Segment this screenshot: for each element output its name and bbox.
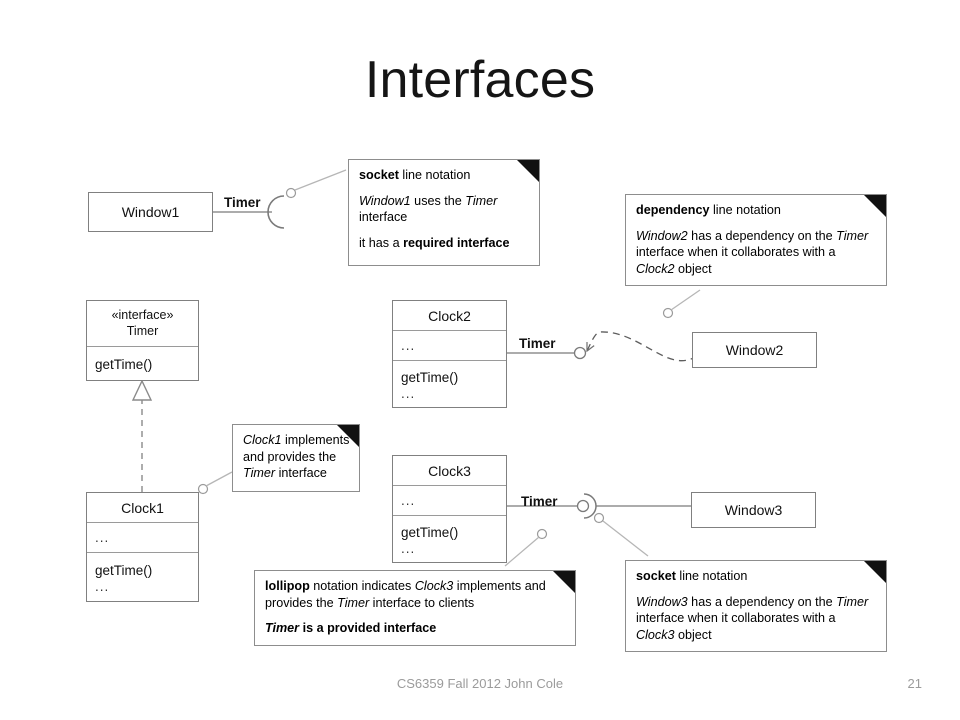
clock3-lollipop-ball	[576, 499, 590, 513]
clock1-operations-more: ...	[95, 579, 110, 595]
clock3-operations-more: ...	[401, 541, 416, 557]
note-socket-window1-line1: socket line notation	[359, 168, 471, 182]
class-name-timer: Timer	[126, 323, 159, 338]
class-box-window3[interactable]: Window3	[691, 492, 816, 528]
class-name-window1: Window1	[121, 204, 180, 220]
note-socket-window3[interactable]: socket line notation Window3 has a depen…	[625, 560, 887, 652]
interface-label-window1-timer: Timer	[224, 195, 261, 210]
class-box-clock1[interactable]: Clock1 ... getTime() ...	[86, 492, 199, 602]
class-box-clock3[interactable]: Clock3 ... getTime() ...	[392, 455, 507, 563]
note-anchor-clock1	[197, 483, 209, 495]
class-box-clock2[interactable]: Clock2 ... getTime() ...	[392, 300, 507, 408]
note-fold-icon	[864, 195, 886, 217]
stereotype-interface: «interface»	[111, 307, 174, 322]
clock1-attributes: ...	[95, 530, 110, 545]
note-anchor-socket-window1	[285, 187, 297, 199]
class-box-window1[interactable]: Window1	[88, 192, 213, 232]
interface-label-clock2-timer: Timer	[519, 336, 556, 351]
clock1-operation-gettime: getTime()	[95, 562, 153, 578]
clock2-lollipop-ball	[573, 346, 587, 360]
class-box-window2[interactable]: Window2	[692, 332, 817, 368]
clock3-operation-gettime: getTime()	[401, 524, 459, 540]
note-anchor-dependency-window2	[662, 307, 674, 319]
compartment-clock2-attributes: ...	[393, 331, 506, 361]
class-name-clock3: Clock3	[428, 462, 471, 479]
clock2-operation-gettime: getTime()	[401, 369, 459, 385]
footer-page-number: 21	[907, 676, 922, 691]
note-dependency-window2-line2: Window2 has a dependency on the Timer in…	[636, 228, 869, 277]
note-leader-lollipop-clock3	[504, 536, 540, 567]
clock2-attributes: ...	[401, 338, 416, 353]
compartment-clock3-operations: getTime() ...	[393, 516, 506, 564]
compartment-clock1-attributes: ...	[87, 523, 198, 553]
note-socket-window3-line2: Window3 has a dependency on the Timer in…	[636, 594, 869, 643]
note-leader-socket-window1	[294, 169, 347, 191]
note-leader-clock1	[205, 471, 233, 487]
compartment-clock3-name: Clock3	[393, 456, 506, 486]
note-leader-socket-window3	[602, 520, 649, 557]
note-socket-window1-line2: Window1 uses the Timer interface	[359, 193, 498, 225]
note-fold-icon	[337, 425, 359, 447]
note-fold-icon	[864, 561, 886, 583]
note-lollipop-clock3[interactable]: lollipop notation indicates Clock3 imple…	[254, 570, 576, 646]
operation-gettime: getTime()	[95, 356, 153, 372]
note-lollipop-clock3-line2: Timer is a provided interface	[265, 621, 437, 636]
class-name-clock2: Clock2	[428, 307, 471, 324]
compartment-clock1-name: Clock1	[87, 493, 198, 523]
note-socket-window3-line1: socket line notation	[636, 569, 748, 583]
interface-label-clock3-timer: Timer	[521, 494, 558, 509]
note-anchor-lollipop-clock3	[536, 528, 548, 540]
note-socket-window1-line3: it has a required interface	[359, 236, 510, 251]
realization-arrowhead	[131, 379, 153, 401]
note-lollipop-clock3-line1: lollipop notation indicates Clock3 imple…	[265, 579, 546, 610]
class-name-clock1: Clock1	[121, 499, 164, 516]
window1-socket-arc	[267, 195, 285, 229]
class-box-timer-interface[interactable]: «interface» Timer getTime()	[86, 300, 199, 381]
note-clock1-implements[interactable]: Clock1 implements and provides the Timer…	[232, 424, 360, 492]
compartment-clock1-operations: getTime() ...	[87, 553, 198, 603]
note-socket-window1[interactable]: socket line notation Window1 uses the Ti…	[348, 159, 540, 266]
dependency-window2-to-timer	[586, 331, 698, 362]
clock2-operations-more: ...	[401, 386, 416, 402]
compartment-clock2-name: Clock2	[393, 301, 506, 331]
class-name-window2: Window2	[725, 342, 784, 358]
footer-attribution: CS6359 Fall 2012 John Cole	[396, 676, 564, 691]
note-clock1-text: Clock1 implements and provides the Timer…	[243, 433, 350, 481]
compartment-clock3-attributes: ...	[393, 486, 506, 516]
note-dependency-window2-line1: dependency line notation	[636, 203, 781, 217]
page-title: Interfaces	[364, 51, 596, 109]
note-fold-icon	[553, 571, 575, 593]
compartment-timer-operations: getTime()	[87, 347, 198, 382]
window3-socket-arc	[583, 493, 597, 519]
note-fold-icon	[517, 160, 539, 182]
clock3-attributes: ...	[401, 493, 416, 508]
note-leader-dependency-window2	[670, 289, 701, 311]
note-anchor-socket-window3	[593, 512, 605, 524]
class-name-window3: Window3	[724, 502, 783, 518]
note-dependency-window2[interactable]: dependency line notation Window2 has a d…	[625, 194, 887, 286]
compartment-clock2-operations: getTime() ...	[393, 361, 506, 409]
compartment-timer-name: «interface» Timer	[87, 301, 198, 347]
